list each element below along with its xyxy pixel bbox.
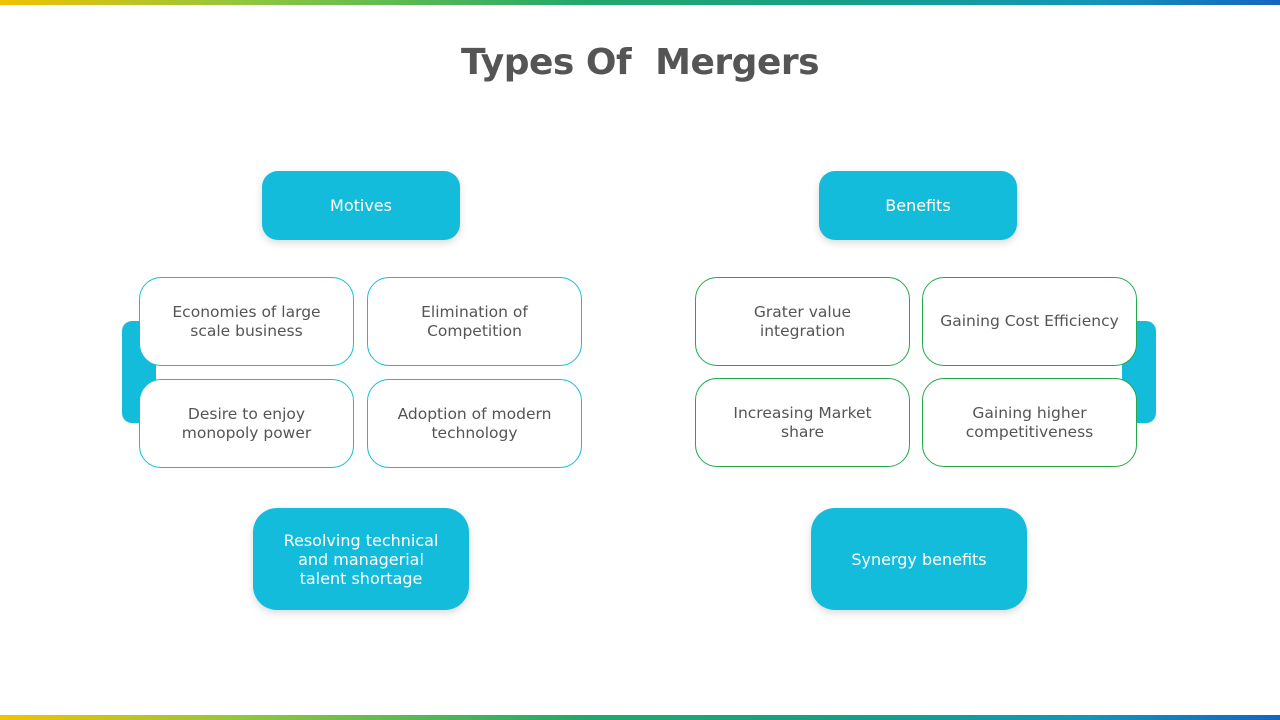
motive-card-3: Desire to enjoy monopoly power [139, 379, 354, 468]
benefits-footer-text: Synergy benefits [851, 549, 987, 569]
bottom-gradient-bar [0, 715, 1280, 720]
slide-title: Types Of Mergers [460, 42, 820, 83]
benefit-card-3-text: Increasing Market share [733, 403, 872, 441]
motives-footer-text: Resolving technical and managerial talen… [283, 530, 439, 588]
benefit-card-1-text: Grater value integration [753, 302, 852, 340]
benefits-footer: Synergy benefits [811, 508, 1027, 610]
motive-card-1: Economies of large scale business [139, 277, 354, 366]
motive-card-4-text: Adoption of modern technology [397, 404, 552, 442]
motive-card-1-text: Economies of large scale business [172, 302, 321, 340]
motive-card-4: Adoption of modern technology [367, 379, 582, 468]
motive-card-2: Elimination of Competition [367, 277, 582, 366]
motives-header: Motives [262, 171, 460, 240]
benefit-card-4: Gaining higher competitiveness [922, 378, 1137, 467]
motive-card-3-text: Desire to enjoy monopoly power [181, 404, 312, 442]
benefit-card-3: Increasing Market share [695, 378, 910, 467]
motive-card-2-text: Elimination of Competition [421, 302, 528, 340]
benefit-card-2: Gaining Cost Efficiency [922, 277, 1137, 366]
benefit-card-2-text: Gaining Cost Efficiency [940, 312, 1119, 330]
top-gradient-bar [0, 0, 1280, 5]
benefit-card-1: Grater value integration [695, 277, 910, 366]
benefit-card-4-text: Gaining higher competitiveness [965, 403, 1094, 441]
benefits-header: Benefits [819, 171, 1017, 240]
motives-footer: Resolving technical and managerial talen… [253, 508, 469, 610]
